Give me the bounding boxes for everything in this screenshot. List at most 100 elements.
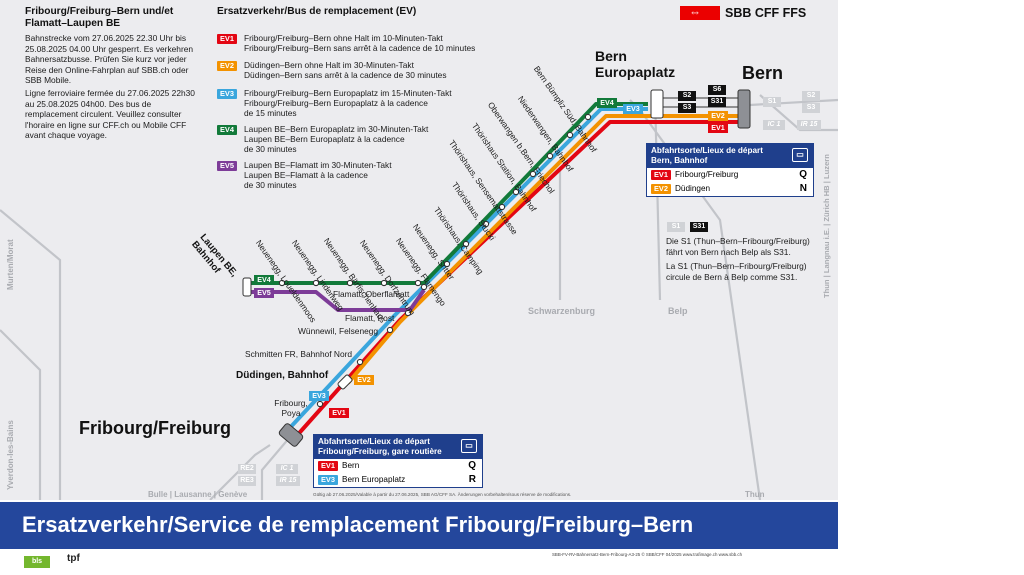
ev5-badge: EV5 (217, 161, 237, 171)
ir15-badge: IR 15 (797, 120, 821, 130)
s1-right-badge: S1 (763, 97, 781, 107)
bus-icon: ▭ (792, 148, 808, 162)
tpf-logo-icon: tpf (67, 553, 80, 564)
notice-fr: Ligne ferroviaire fermée du 27.06.2025 2… (25, 88, 195, 140)
footer-title: Ersatzverkehr/Service de remplacement Fr… (22, 512, 694, 537)
stop-wunnewil (386, 326, 394, 334)
validity-note: Gültig ab 27.06.2025/Valable à partir du… (313, 492, 572, 497)
re2-badge: RE2 (238, 464, 256, 474)
infobox-bern-row: EV1 Fribourg/Freiburg Q (647, 168, 813, 182)
brand-logo-text: SBB CFF FFS (725, 6, 807, 20)
stop-oberflamatt-name: Flamatt, Oberflamatt (333, 289, 410, 299)
stop-niederwangen (566, 131, 574, 139)
stop-branch-2 (312, 279, 320, 287)
s1-note-badge: S1 (667, 222, 685, 232)
s2-right-badge: S2 (802, 91, 820, 101)
stop-branch-4 (380, 279, 388, 287)
rail-line-belp (653, 94, 662, 301)
region-bulle: Bulle | Lausanne | Genève (148, 490, 248, 499)
ev1-badge: EV1 (217, 34, 237, 44)
s6-badge: S6 (708, 85, 726, 95)
stop-thorishaus-4 (529, 170, 537, 178)
stop-flamatt-post-name: Flamatt, Post (345, 313, 395, 323)
ir15-left-badge: IR 15 (276, 476, 300, 486)
station-fribourg-marker (278, 423, 304, 447)
ev3-badge: EV3 (217, 89, 237, 99)
s3-badge: S3 (678, 103, 696, 113)
ic1-badge: IC 1 (763, 120, 785, 130)
ev3-route-badge: EV3 (309, 391, 329, 401)
station-dudingen-name: Düdingen, Bahnhof (236, 370, 329, 381)
stop-neuenegg-2 (462, 240, 470, 248)
ev2-end-badge: EV2 (708, 111, 728, 121)
s31-badge: S31 (708, 97, 726, 107)
ev2-badge: EV2 (217, 61, 237, 71)
region-thun: Thun (745, 490, 765, 499)
station-bern-name: Bern (742, 63, 784, 83)
infobox-fribourg-row: EV1 Bern Q (314, 459, 482, 473)
station-laupen-marker (242, 277, 252, 297)
s2-badge: S2 (678, 91, 696, 101)
stop-poya (316, 400, 324, 408)
s3-right-badge: S3 (802, 103, 820, 113)
region-schwarzenburg: Schwarzenburg (528, 306, 596, 316)
station-bern-marker (737, 89, 751, 129)
footer-bar (0, 502, 838, 549)
region-murten: Murten/Morat (6, 239, 15, 290)
stop-poya-name: Fribourg,Poya (274, 398, 308, 418)
rail-line-bulle (209, 444, 271, 500)
bls-logo-icon: bls (24, 556, 50, 568)
stop-thorishaus-2 (498, 203, 506, 211)
stop-branch-3 (346, 279, 354, 287)
s31-note-badge: S31 (690, 222, 708, 232)
region-belp: Belp (668, 306, 688, 316)
stop-oberwangen (546, 152, 554, 160)
notice-de: Bahnstrecke vom 27.06.2025 22.30 Uhr bis… (25, 33, 194, 85)
ev3-end-badge: EV3 (623, 104, 643, 114)
ev4-route (248, 102, 648, 285)
stop-thorishaus-3 (512, 188, 520, 196)
notice-title: Fribourg/Freiburg–Bern und/et Flamatt–La… (25, 6, 174, 29)
station-europaplatz-marker (650, 89, 664, 119)
stop-schmitten-name: Schmitten FR, Bahnhof Nord (245, 349, 353, 359)
ev2-route (346, 114, 740, 385)
re3-badge: RE3 (238, 476, 256, 486)
ev4-badge: EV4 (217, 125, 237, 135)
stop-branch-5 (414, 279, 422, 287)
stop-schmitten (356, 358, 364, 366)
ic1-left-badge: IC 1 (276, 464, 298, 474)
s1-note-text: Die S1 (Thun–Bern–Fribourg/Freiburg)fähr… (666, 236, 810, 282)
ev5-route (248, 288, 426, 312)
region-yverdon: Yverdon-les-Bains (6, 420, 15, 490)
ev1-route-badge: EV1 (329, 408, 349, 418)
map-canvas: Fribourg/Freiburg–Bern und/et Flamatt–La… (0, 0, 838, 500)
stop-oberflamatt (420, 283, 428, 291)
infobox-fribourg-row: EV3 Bern Europaplatz R (314, 473, 482, 487)
rail-line-yverdon (0, 329, 42, 500)
rail-line-murten (0, 209, 62, 500)
stop-thorishaus-1 (482, 220, 490, 228)
ev5-route-badge: EV5 (254, 288, 274, 298)
ev1-end-badge: EV1 (708, 123, 728, 133)
stop-bumpliz (584, 113, 592, 121)
sbb-logo-icon: ⇔ (680, 5, 720, 20)
legend-title: Ersatzverkehr/Bus de remplacement (EV) (217, 6, 417, 17)
ev2-route-badge: EV2 (354, 375, 374, 385)
rail-line-fribourg-south (260, 436, 291, 500)
footer-small-print: SBB-FV-RV-Bahnersatz-Bern-Fribourg-A3-25… (552, 552, 743, 557)
station-fribourg-name: Fribourg/Freiburg (79, 418, 231, 438)
ev4-end-badge: EV4 (597, 98, 617, 108)
stop-branch-1 (278, 279, 286, 287)
stop-flamatt-post (404, 309, 412, 317)
infobox-bern-row: EV2 Düdingen N (647, 182, 813, 196)
station-dudingen-marker (337, 374, 353, 390)
stop-wunnewil-name: Wünnewil, Felsenegg (298, 326, 379, 336)
ev4-route-badge: EV4 (254, 275, 274, 285)
bus-icon: ▭ (461, 439, 477, 453)
